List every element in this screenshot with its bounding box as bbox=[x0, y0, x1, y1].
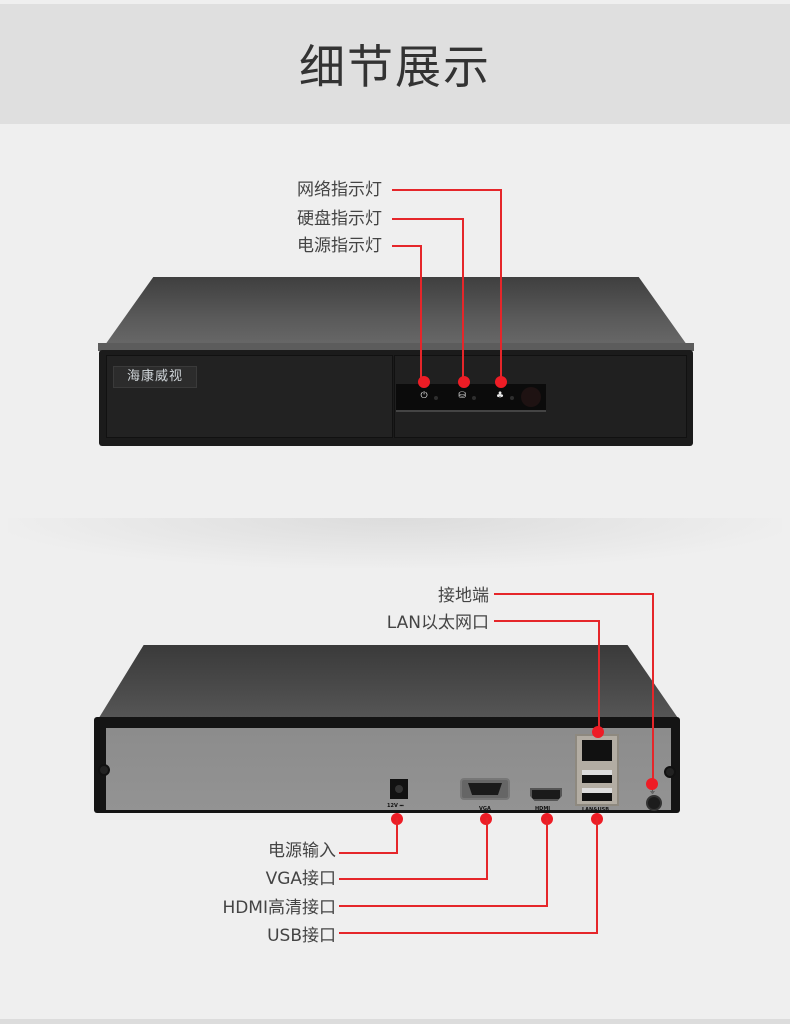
vga-tag: VGA bbox=[479, 806, 491, 812]
lan-usb-tag: LAN&USB bbox=[582, 807, 610, 813]
callout-label-power-input: 电源输入 bbox=[268, 841, 336, 861]
callout-dot-power bbox=[418, 376, 430, 388]
network-icon: ♣ bbox=[495, 391, 505, 401]
callout-label-lan: LAN以太网口 bbox=[386, 613, 489, 633]
callout-dot-network bbox=[495, 376, 507, 388]
callout-line-power-v bbox=[420, 245, 422, 381]
callout-line-network-h bbox=[392, 189, 502, 191]
ground-terminal bbox=[646, 795, 662, 811]
hdmi-port bbox=[530, 788, 562, 801]
callout-label-vga: VGA接口 bbox=[265, 869, 336, 889]
power-tag: 12V ⎓ bbox=[387, 803, 404, 809]
callout-line-lan-v bbox=[598, 620, 600, 732]
callout-line-usb-v bbox=[596, 818, 598, 934]
callout-label-hdd-led: 硬盘指示灯 bbox=[297, 209, 382, 229]
callout-line-power-h bbox=[392, 245, 422, 247]
callout-line-hdmi-v bbox=[546, 818, 548, 907]
front-device-top bbox=[100, 277, 692, 352]
callout-line-vga-v bbox=[486, 818, 488, 880]
callout-dot-lan bbox=[592, 726, 604, 738]
ir-receiver bbox=[521, 387, 541, 407]
lan-port bbox=[582, 740, 612, 761]
callout-line-hdd-h bbox=[392, 218, 464, 220]
power-led bbox=[434, 396, 438, 400]
callout-label-hdmi: HDMI高清接口 bbox=[222, 898, 336, 918]
hdmi-tag: HDMI bbox=[535, 806, 551, 812]
callout-dot-ground bbox=[646, 778, 658, 790]
power-input-jack bbox=[390, 779, 408, 799]
callout-line-usb-h bbox=[339, 932, 598, 934]
callout-line-power-input-v bbox=[396, 818, 398, 854]
section-divider bbox=[8, 518, 782, 568]
bottom-band bbox=[0, 1019, 790, 1024]
callout-label-usb: USB接口 bbox=[267, 926, 336, 946]
page-title: 细节展示 bbox=[299, 40, 491, 94]
usb-port-2 bbox=[582, 788, 612, 801]
hdd-icon: ⛁ bbox=[458, 391, 466, 401]
callout-line-hdd-v bbox=[462, 218, 464, 381]
callout-label-network-led: 网络指示灯 bbox=[297, 180, 382, 200]
ground-icon: ⏚ bbox=[649, 787, 656, 795]
vga-port bbox=[460, 778, 510, 800]
callout-line-hdmi-h bbox=[339, 905, 548, 907]
callout-label-ground: 接地端 bbox=[438, 586, 489, 606]
callout-line-network-v bbox=[500, 189, 502, 381]
front-device-rim bbox=[98, 343, 694, 351]
led-strip bbox=[396, 384, 546, 412]
callout-line-vga-h bbox=[339, 878, 488, 880]
screw-left bbox=[98, 764, 110, 776]
header-band: 细节展示 bbox=[0, 4, 790, 124]
callout-line-lan-h bbox=[494, 620, 600, 622]
power-icon: ⏻ bbox=[420, 391, 428, 401]
usb-port-1 bbox=[582, 770, 612, 783]
hdd-led bbox=[472, 396, 476, 400]
network-led bbox=[510, 396, 514, 400]
callout-line-power-input-h bbox=[339, 852, 398, 854]
screw-right bbox=[664, 766, 676, 778]
callout-dot-hdd bbox=[458, 376, 470, 388]
callout-line-ground-h bbox=[494, 593, 654, 595]
rear-device-top bbox=[97, 645, 680, 721]
callout-label-power-led: 电源指示灯 bbox=[297, 236, 382, 256]
callout-line-ground-v bbox=[652, 593, 654, 783]
brand-logo: 海康威视 bbox=[113, 366, 197, 388]
